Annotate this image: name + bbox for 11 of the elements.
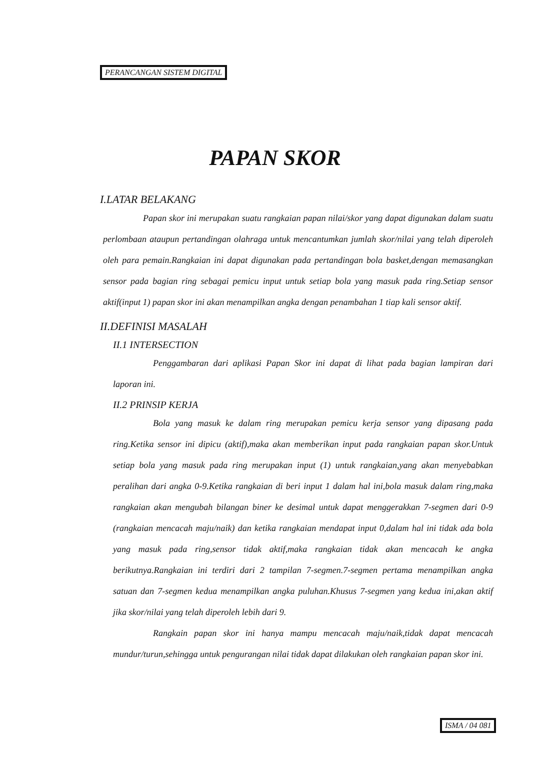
subsection-heading: II.1 INTERSECTION	[113, 340, 198, 351]
section-heading: II.DEFINISI MASALAH	[100, 321, 207, 333]
footer-label: ISMA / 04 081	[440, 718, 496, 733]
section-heading: I.LATAR BELAKANG	[100, 194, 196, 206]
body-paragraph: Penggambaran dari aplikasi Papan Skor ini dapat di lihat pada bagian lampiran dari laporan ini.	[113, 357, 493, 391]
body-paragraph: Rangkain papan skor ini hanya mampu mencacah maju/naik,tidak dapat mencacah mundur/turun,sehingga untuk pengurangan nilai tidak dapat dilakukan oleh rangkaian papan skor ini.	[113, 627, 493, 661]
subsection-heading: II.2 PRINSIP KERJA	[113, 400, 198, 411]
page-title: PAPAN SKOR	[208, 145, 342, 171]
header-label: PERANCANGAN SISTEM DIGITAL	[100, 65, 228, 80]
body-paragraph: Bola yang masuk ke dalam ring merupakan pemicu kerja sensor yang dipasang pada ring.Ketika sensor ini dipicu (aktif),maka akan memberikan input pada rangkaian papan skor.Untuk setiap bola yang masuk pada ring merupakan input (1) untuk rangkaian,yang akan menyebabkan peralihan dari angka 0-9.Ketika rangkaian di beri input 1 dalam hal ini,bola masuk dalam ring,maka rangkaian akan mengubah bilangan biner ke desimal untuk dapat menggerakkan 7-segmen dari 0-9 (rangkaian mencacah maju/naik) dan ketika rangkaian mendapat input 0,dalam hal ini tidak ada bola yang masuk pada ring,sensor tidak aktif,maka rangkaian tidak akan mencacah ke angka berikutnya.Rangkaian ini terdiri dari 2 tampilan 7-segmen.7-segmen pertama menampilkan angka satuan dan 7-segmen kedua menampilkan angka puluhan.Khusus 7-segmen yang kedua ini,akan aktif jika skor/nilai yang telah diperoleh lebih dari 9.	[113, 417, 493, 619]
body-paragraph: Papan skor ini merupakan suatu rangkaian papan nilai/skor yang dapat digunakan dalam suatu perlombaan ataupun pertandingan olahraga untuk mencantumkan jumlah skor/nilai yang telah diperoleh oleh para pemain.Rangkaian ini dapat digunakan pada pertandingan bola basket,dengan memasangkan sensor pada bagian ring sebagai pemicu input untuk setiap bola yang masuk pada ring.Setiap sensor aktif(input 1) papan skor ini akan menampilkan angka dengan penambahan 1 tiap kali sensor aktif.	[103, 212, 493, 309]
